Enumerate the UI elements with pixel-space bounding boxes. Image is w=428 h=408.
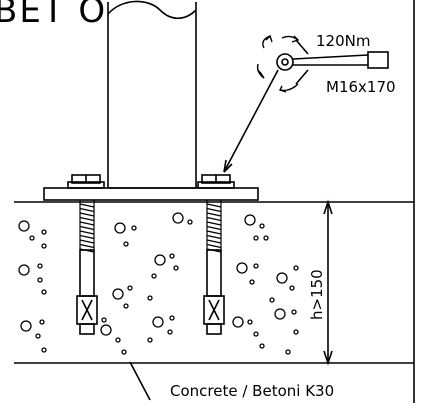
torque-value: 120Nm xyxy=(316,32,370,50)
depth-label: h>150 xyxy=(308,269,326,320)
foundation-label: Concrete / Betoni K30 xyxy=(170,382,334,400)
depth-dimension xyxy=(323,199,333,366)
torque-wrench xyxy=(276,39,389,85)
base-plate xyxy=(43,187,259,201)
bolt-size: M16x170 xyxy=(326,78,396,96)
leader-arrow xyxy=(223,69,279,173)
concrete-aggregate xyxy=(18,212,299,355)
label-leader xyxy=(129,361,151,401)
rotation-arrows xyxy=(256,34,300,93)
nut-left xyxy=(67,174,105,189)
steel-column xyxy=(107,0,197,189)
anchor-bolt-left xyxy=(76,200,98,335)
nut-right xyxy=(197,174,235,189)
header-text: BET O xyxy=(0,0,107,31)
anchor-bolt-right xyxy=(203,200,225,335)
